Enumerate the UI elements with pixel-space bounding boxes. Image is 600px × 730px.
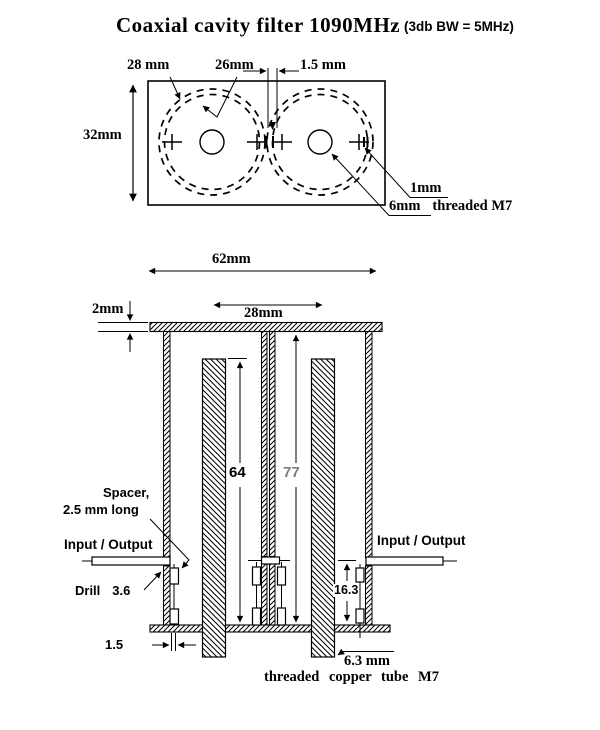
right-center-hole: [307, 129, 333, 155]
hole-dia-text: 6mm: [389, 198, 421, 214]
left-resonator-rod: [201, 358, 227, 658]
label-spacer-line1: Spacer,: [103, 485, 150, 500]
leader-6-3mm: [337, 648, 394, 656]
label-2mm-lid: 2mm: [92, 301, 124, 317]
top-view-drawing: [129, 67, 448, 216]
label-input-output-right: Input / Output: [377, 533, 466, 548]
label-1-5mm-wall: 1.5 mm: [300, 57, 346, 73]
leader-1mm: [364, 147, 448, 198]
base-plate: [149, 624, 391, 633]
leader-28mm: [169, 76, 181, 100]
cavity-walls: [163, 331, 373, 626]
leader-6mm: [331, 153, 431, 216]
wall-projection-lines: [243, 67, 299, 130]
right-resonator-rod: [310, 358, 336, 658]
page-title: Coaxial cavity filter 1090MHz: [116, 13, 401, 37]
drill-word: Drill: [75, 583, 101, 598]
dim-2mm: [98, 301, 148, 352]
label-1-5-wire-gap: 1.5: [105, 637, 124, 652]
center-cross-marks: [162, 134, 369, 150]
leader-26mm: [202, 76, 238, 118]
left-feed: [82, 556, 180, 625]
label-77-cavity-depth: 77: [281, 464, 302, 481]
section-view-drawing: [82, 267, 457, 658]
label-6-3mm-tube-dia: 6.3 mm: [344, 653, 390, 669]
cavity-body-outline: [147, 80, 386, 206]
label-input-output-left: Input / Output: [64, 537, 153, 552]
label-threaded-tube: threaded copper tube M7: [264, 669, 439, 685]
label-32mm-width: 32mm: [83, 127, 122, 143]
dim-64: [228, 358, 247, 623]
label-6mm-hole: 6mm threaded M7: [389, 198, 513, 214]
label-64-rod-length: 64: [227, 464, 248, 481]
hole-thread-text: threaded M7: [432, 198, 513, 214]
dim-1-5-gap: [152, 633, 196, 651]
leader-drill: [143, 571, 162, 591]
left-center-hole: [199, 129, 225, 155]
top-lid: [149, 321, 383, 333]
label-16-3-probe: 16.3: [333, 583, 360, 598]
label-spacer-line2: 2.5 mm long: [63, 502, 139, 517]
dim-16-3: [338, 560, 356, 622]
label-26mm-cavity-dia: 26mm: [215, 57, 254, 73]
leader-spacer: [149, 518, 190, 569]
label-1mm-gap: 1mm: [410, 180, 442, 196]
coupling-link: [248, 556, 290, 626]
right-feed: [355, 556, 457, 638]
label-28mm-rod-dia: 28 mm: [127, 57, 170, 73]
label-drill: Drill 3.6: [75, 584, 130, 598]
bandwidth-note: (3db BW = 5MHz): [404, 19, 514, 34]
label-28mm-spacing: 28mm: [244, 305, 283, 321]
drill-size: 3.6: [112, 583, 131, 598]
label-62mm-width: 62mm: [212, 251, 251, 267]
